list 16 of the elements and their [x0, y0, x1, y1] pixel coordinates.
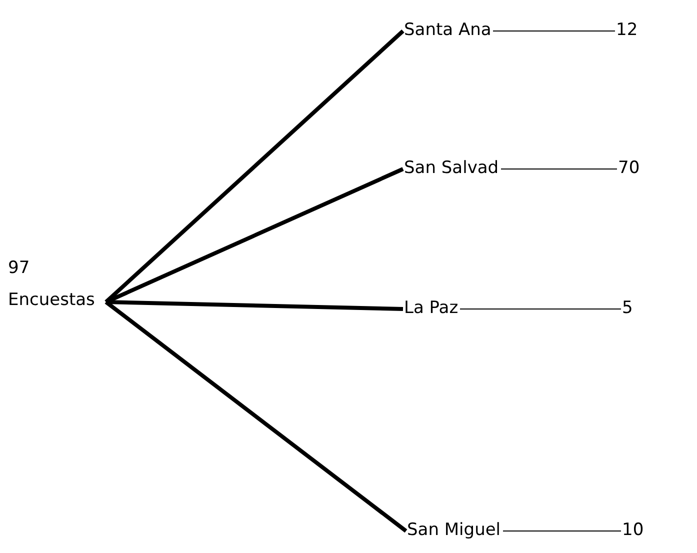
connector-line: [104, 30, 404, 304]
node-label: San Miguel: [407, 515, 501, 545]
connector-line: [500, 168, 618, 170]
node-label: 97 Encuestas: [8, 252, 104, 316]
connector-line: [105, 167, 404, 304]
node-label: 70: [618, 153, 640, 183]
node-label: La Paz: [404, 293, 458, 323]
connector-line: [492, 30, 616, 32]
connector-line: [502, 530, 622, 532]
connector-line: [104, 300, 408, 533]
node-label: 12: [616, 15, 638, 45]
node-label: 5: [622, 293, 633, 323]
connector-line: [460, 308, 622, 310]
node-label: 10: [622, 515, 644, 545]
node-label: Santa Ana: [404, 15, 492, 45]
node-label: San Salvad: [404, 153, 499, 183]
